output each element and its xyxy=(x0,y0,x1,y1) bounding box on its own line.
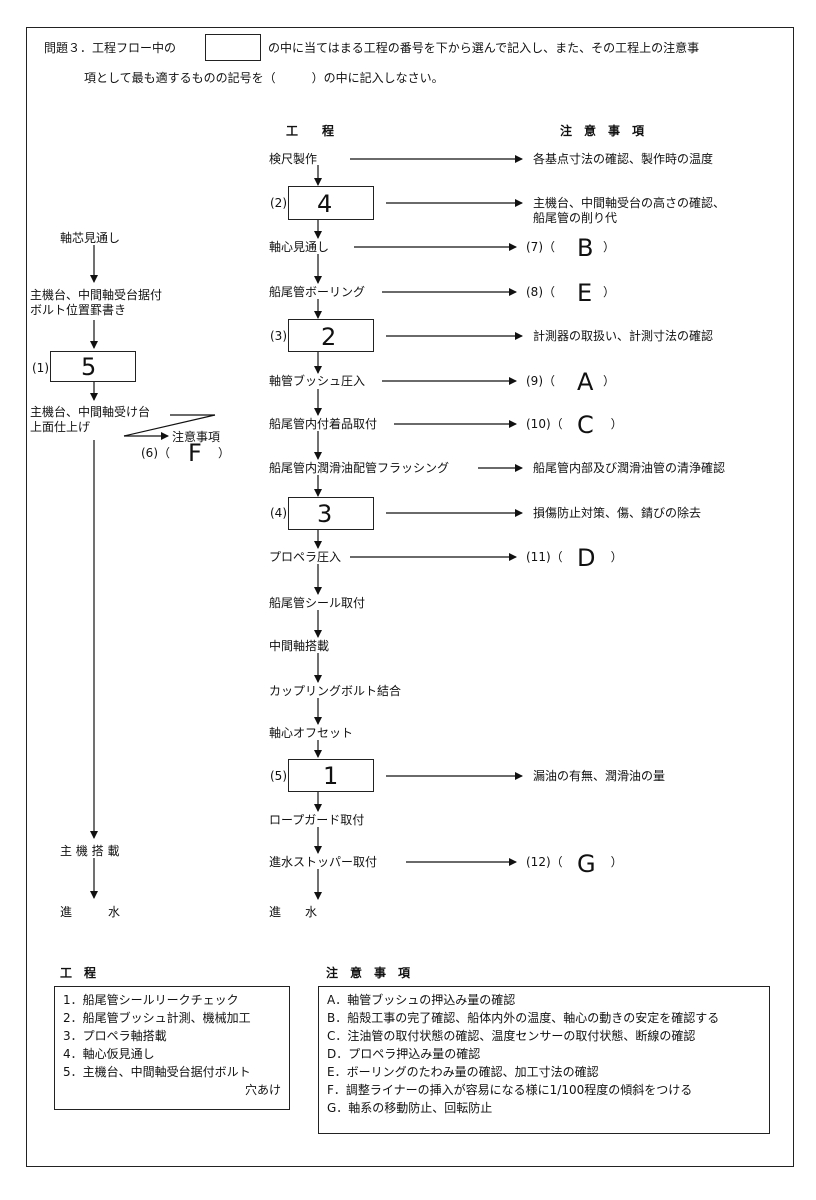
step-scale-making: 検尺製作 xyxy=(269,152,318,166)
box3-label: (3) xyxy=(270,329,287,343)
step-rope-guard: ロープガード取付 xyxy=(269,813,365,827)
instruction-part1: 問題３．工程フロー中の xyxy=(44,41,177,55)
step-flushing: 船尾管内潤滑油配管フラッシング xyxy=(269,461,450,475)
step-boring: 船尾管ボーリング xyxy=(269,285,366,299)
caution-box2-line1: 主機台、中間軸受台の高さの確認、 xyxy=(533,196,726,210)
legend-caution-item-g: G．軸系の移動防止、回転防止 xyxy=(327,1101,493,1115)
legend-process-item-4: 4．軸心仮見通し xyxy=(63,1047,155,1061)
paren-11: (11)（ ） xyxy=(526,550,623,564)
left-shaft-sighting: 軸芯見通し xyxy=(60,231,121,245)
box4-label: (4) xyxy=(270,506,287,520)
answer-3-value: 2 xyxy=(321,323,337,351)
legend-caution-item-f: F．調整ライナーの挿入が容易になる様に1/100程度の傾斜をつける xyxy=(327,1083,693,1097)
paren-7: (7)（ ） xyxy=(526,240,615,254)
legend-caution-box: A．軸管ブッシュの押込み量の確認 B．船殻工事の完了確認、船体内外の温度、軸心の… xyxy=(318,986,770,1134)
step-seal: 船尾管シール取付 xyxy=(269,596,366,610)
left-marking-line2: ボルト位置罫書き xyxy=(30,303,127,317)
answer-6-value: F xyxy=(188,439,202,467)
page-frame xyxy=(26,27,794,1167)
caution-box5: 漏油の有無、潤滑油の量 xyxy=(533,769,666,783)
answer-box-2[interactable]: 4 xyxy=(288,186,374,220)
legend-process-item-2: 2．船尾管ブッシュ計測、機械加工 xyxy=(63,1011,251,1025)
left-finish-line1: 主機台、中間軸受け台 xyxy=(30,405,151,419)
legend-process-item-5-cont: 穴あけ xyxy=(245,1083,282,1097)
step-intermediate-shaft: 中間軸搭載 xyxy=(269,639,330,653)
paren-9: (9)（ ） xyxy=(526,374,615,388)
left-main-engine: 主 機 搭 載 xyxy=(60,844,120,858)
answer-1-value: 5 xyxy=(81,353,97,381)
caution-box2-line2: 船尾管の削り代 xyxy=(533,211,618,225)
box2-label: (2) xyxy=(270,196,287,210)
instruction-line2: 項として最も適するものの記号を（ ）の中に記入しなさい。 xyxy=(84,71,444,85)
paren-12: (12)（ ） xyxy=(526,855,623,869)
legend-process-title: 工 程 xyxy=(60,966,97,980)
answer-11-value: D xyxy=(577,544,596,572)
answer-box-4[interactable]: 3 xyxy=(288,497,374,530)
left-marking-line1: 主機台、中間軸受台据付 xyxy=(30,288,163,302)
step-propeller-press: プロペラ圧入 xyxy=(269,550,342,564)
legend-caution-item-a: A．軸管ブッシュの押込み量の確認 xyxy=(327,993,516,1007)
step-shaft-sighting: 軸心見通し xyxy=(269,240,330,254)
answer-7-value: B xyxy=(577,234,594,262)
caution-box3: 計測器の取扱い、計測寸法の確認 xyxy=(533,329,714,343)
header-process: 工 程 xyxy=(286,124,335,138)
answer-12-value: G xyxy=(577,850,596,878)
step-bush-press: 軸管ブッシュ圧入 xyxy=(269,374,366,388)
answer-box-5[interactable]: 1 xyxy=(288,759,374,792)
caution-box4: 損傷防止対策、傷、錆びの除去 xyxy=(533,506,702,520)
answer-8-value: E xyxy=(577,279,593,307)
answer-5-value: 1 xyxy=(323,762,339,790)
legend-process-box: 1．船尾管シールリークチェック 2．船尾管ブッシュ計測、機械加工 3．プロペラ軸… xyxy=(54,986,290,1110)
blank-box-sample xyxy=(205,34,261,61)
step-attachment: 船尾管内付着品取付 xyxy=(269,417,378,431)
step-coupling: カップリングボルト結合 xyxy=(269,684,402,698)
step-launch-stopper: 進水ストッパー取付 xyxy=(269,855,378,869)
legend-caution-item-b: B．船殻工事の完了確認、船体内外の温度、軸心の動きの安定を確認する xyxy=(327,1011,720,1025)
caution-flushing: 船尾管内部及び潤滑油管の清浄確認 xyxy=(533,461,726,475)
left-launch: 進 水 xyxy=(60,905,121,919)
paren-8: (8)（ ） xyxy=(526,285,615,299)
answer-10-value: C xyxy=(577,411,594,439)
box5-label: (5) xyxy=(270,769,287,783)
step-offset: 軸心オフセット xyxy=(269,726,354,740)
legend-caution-item-d: D．プロペラ押込み量の確認 xyxy=(327,1047,481,1061)
caution-scale-making: 各基点寸法の確認、製作時の温度 xyxy=(533,152,714,166)
legend-process-item-5: 5．主機台、中間軸受台据付ボルト xyxy=(63,1065,251,1079)
left-caution-paren: (6)（ ） xyxy=(141,446,230,460)
answer-9-value: A xyxy=(577,368,594,396)
left-finish-line2: 上面仕上げ xyxy=(30,420,91,434)
instruction-part2: の中に当てはまる工程の番号を下から選んで記入し、また、その工程上の注意事 xyxy=(268,41,700,55)
paren-10: (10)（ ） xyxy=(526,417,623,431)
legend-caution-item-e: E．ボーリングのたわみ量の確認、加工寸法の確認 xyxy=(327,1065,599,1079)
header-caution: 注 意 事 項 xyxy=(560,124,645,138)
legend-caution-title: 注 意 事 項 xyxy=(326,966,411,980)
legend-caution-item-c: C．注油管の取付状態の確認、温度センサーの取付状態、断線の確認 xyxy=(327,1029,696,1043)
box1-label: (1) xyxy=(32,361,49,375)
answer-box-1[interactable]: 5 xyxy=(50,351,136,382)
answer-box-3[interactable]: 2 xyxy=(288,319,374,352)
legend-process-item-1: 1．船尾管シールリークチェック xyxy=(63,993,239,1007)
legend-process-item-3: 3．プロペラ軸搭載 xyxy=(63,1029,167,1043)
answer-2-value: 4 xyxy=(317,190,333,218)
step-launch: 進 水 xyxy=(269,905,318,919)
answer-4-value: 3 xyxy=(317,500,333,528)
left-caution-label: 注意事項 xyxy=(172,430,221,444)
